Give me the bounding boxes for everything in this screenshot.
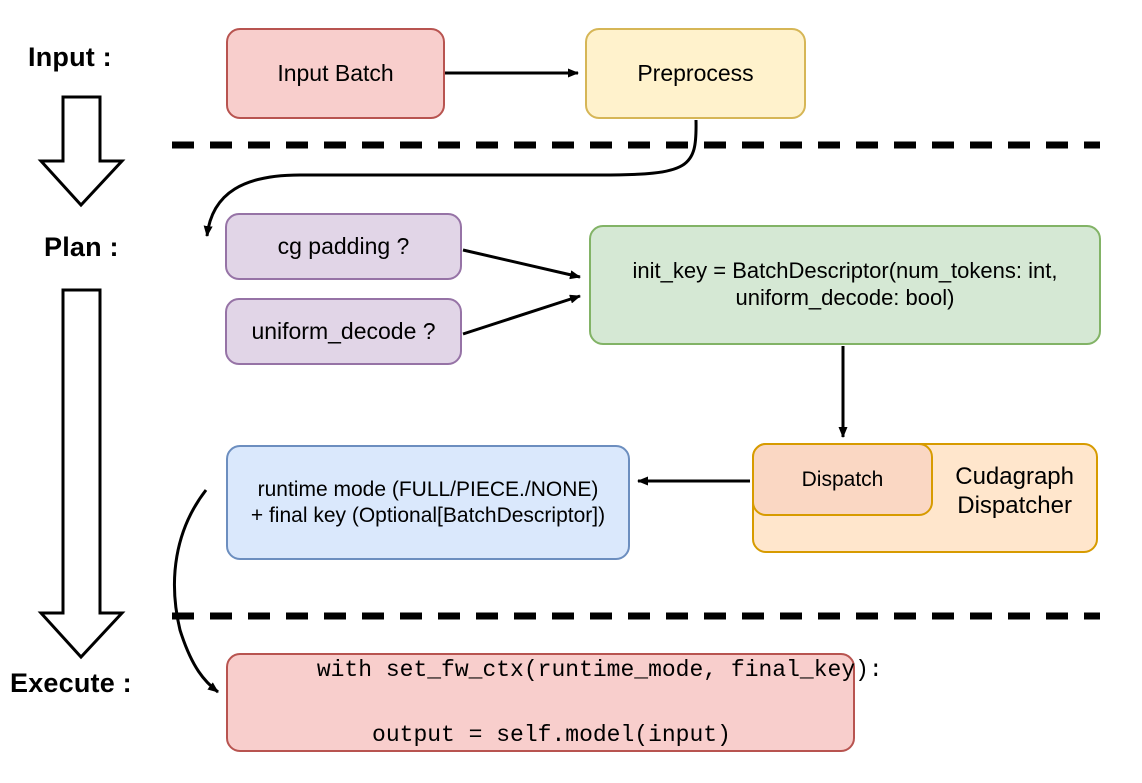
node-exec-code[interactable]: with set_fw_ctx(runtime_mode, final_key)…	[226, 653, 883, 752]
node-cudagraph-dispatcher-line2: Dispatcher	[957, 491, 1072, 519]
node-cg-padding[interactable]: cg padding ?	[225, 213, 462, 280]
stage-arrow-input-to-plan	[37, 95, 126, 208]
stage-label-plan: Plan :	[44, 232, 119, 262]
node-preprocess[interactable]: Preprocess	[585, 28, 806, 119]
node-dispatch-label: Dispatch	[801, 467, 884, 491]
node-cg-padding-label: cg padding ?	[277, 233, 410, 260]
node-uniform-decode-label: uniform_decode ?	[251, 318, 436, 345]
node-cudagraph-dispatcher-line1: Cudagraph	[955, 463, 1074, 490]
node-init-key-line1: init_key = BatchDescriptor(num_tokens: i…	[632, 258, 1058, 284]
edge-runtime-mode-to-exec-code	[172, 489, 219, 694]
node-runtime-mode[interactable]: runtime mode (FULL/PIECE./NONE) + final …	[226, 445, 630, 560]
node-runtime-mode-line2: + final key (Optional[BatchDescriptor])	[250, 503, 606, 527]
node-input-batch-label: Input Batch	[277, 60, 394, 87]
node-uniform-decode[interactable]: uniform_decode ?	[225, 298, 462, 365]
node-init-key[interactable]: init_key = BatchDescriptor(num_tokens: i…	[589, 225, 1101, 345]
node-runtime-mode-line1: runtime mode (FULL/PIECE./NONE)	[257, 477, 599, 501]
edge-cg-padding-to-init-key	[462, 248, 581, 280]
stage-label-execute: Execute :	[10, 668, 132, 698]
stage-label-input: Input :	[28, 42, 112, 72]
node-dispatch[interactable]: Dispatch	[752, 443, 933, 516]
node-input-batch[interactable]: Input Batch	[226, 28, 445, 119]
node-init-key-line2: uniform_decode: bool)	[735, 285, 955, 310]
edge-uniform-decode-to-init-key	[462, 294, 581, 336]
node-preprocess-label: Preprocess	[637, 60, 754, 87]
stage-arrow-plan-to-execute	[37, 288, 126, 660]
node-exec-code-line2: output = self.model(input)	[316, 721, 731, 748]
node-exec-code-line1: with set_fw_ctx(runtime_mode, final_key)…	[316, 657, 883, 684]
